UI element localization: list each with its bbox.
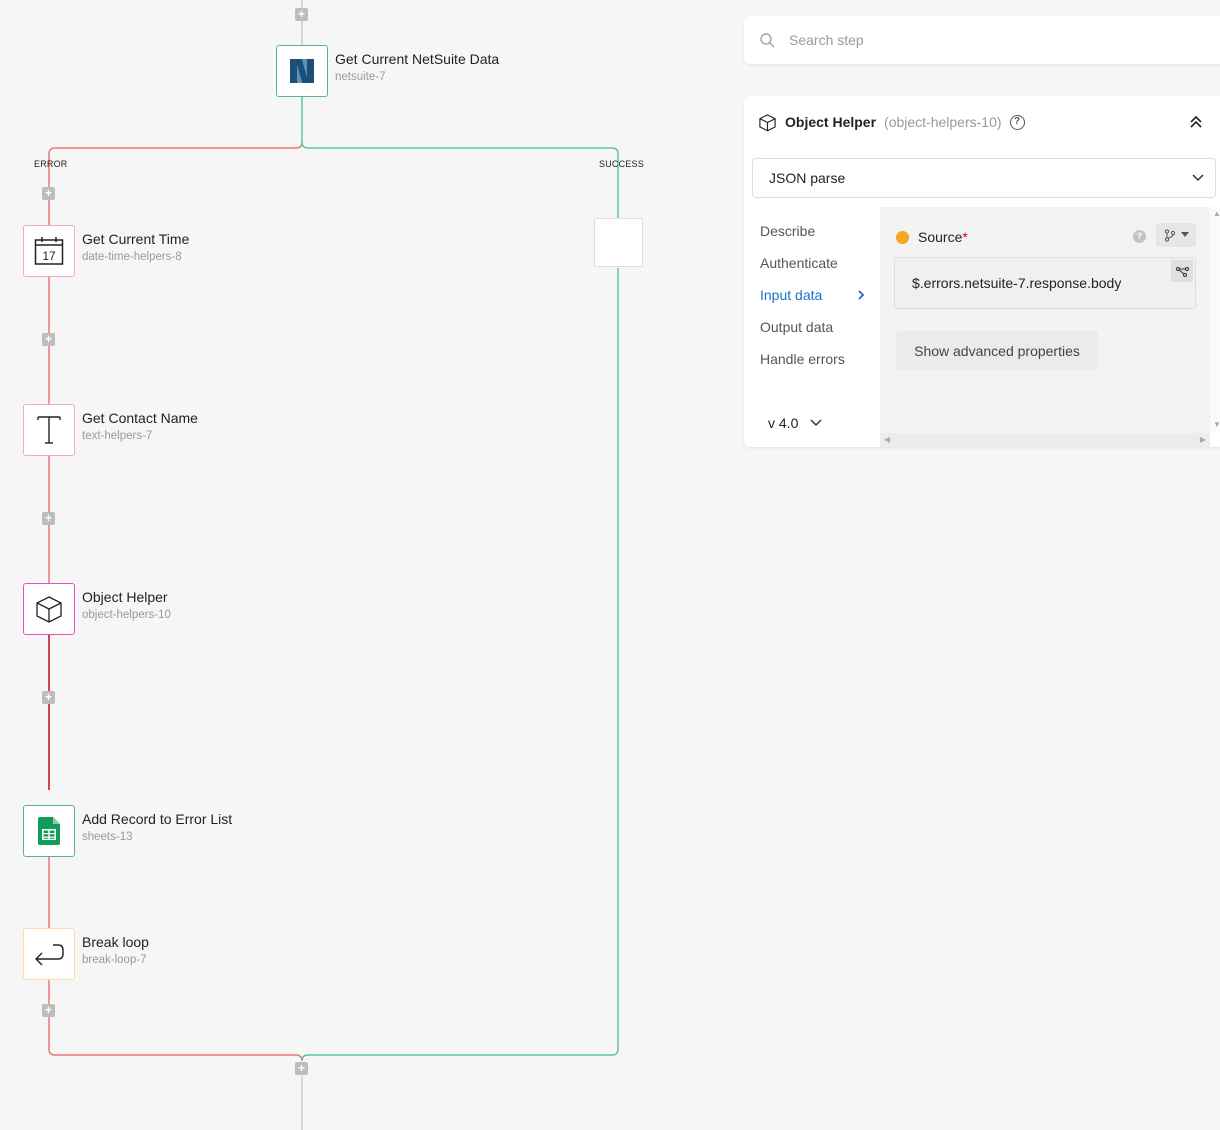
step-netsuite-7[interactable]: Get Current NetSuite Data netsuite-7	[276, 45, 499, 97]
add-step-button[interactable]: +	[42, 1004, 55, 1017]
collapse-panel-icon[interactable]	[1188, 114, 1204, 130]
step-sheets-13[interactable]: Add Record to Error List sheets-13	[23, 805, 232, 857]
netsuite-logo-icon	[290, 59, 314, 83]
text-t-icon	[37, 416, 61, 444]
version-select[interactable]: v 4.0	[768, 415, 822, 431]
step-icon-box: 17	[23, 225, 75, 277]
source-label: Source*	[918, 229, 968, 245]
step-title: Object Helper	[82, 589, 168, 605]
add-step-button[interactable]: +	[42, 512, 55, 525]
step-text-helpers-7[interactable]: Get Contact Name text-helpers-7	[23, 404, 198, 456]
action-select-value: JSON parse	[769, 170, 846, 186]
action-select[interactable]: JSON parse	[752, 158, 1216, 198]
step-break-loop-7[interactable]: Break loop break-loop-7	[23, 928, 149, 980]
source-value: $.errors.netsuite-7.response.body	[912, 275, 1122, 291]
step-id: date-time-helpers-8	[82, 251, 182, 263]
nav-handle-errors[interactable]: Handle errors	[760, 351, 845, 367]
error-join-line	[48, 978, 303, 1062]
step-id: sheets-13	[82, 831, 133, 843]
caret-down-icon	[1180, 232, 1189, 237]
step-config-panel: Object Helper (object-helpers-10) ? JSON…	[744, 96, 1220, 447]
version-label: v 4.0	[768, 415, 799, 431]
return-arrow-icon	[35, 944, 64, 966]
step-icon-box	[276, 45, 328, 97]
nav-authenticate[interactable]: Authenticate	[760, 255, 838, 271]
nav-input-data[interactable]: Input data	[760, 287, 823, 303]
success-join-line	[301, 268, 619, 1062]
source-input[interactable]: $.errors.netsuite-7.response.body	[894, 257, 1196, 309]
step-id: object-helpers-10	[82, 609, 171, 621]
search-step-bar	[744, 16, 1220, 64]
calendar-icon: 17	[34, 237, 64, 265]
input-data-content: Source* ? $.errors.netsuite-7.response.b…	[880, 207, 1210, 433]
step-id: text-helpers-7	[82, 430, 153, 442]
step-title: Break loop	[82, 934, 149, 950]
cube-icon	[36, 596, 62, 623]
show-advanced-properties-button[interactable]: Show advanced properties	[896, 331, 1098, 370]
panel-header: Object Helper (object-helpers-10) ?	[758, 112, 1214, 132]
step-object-helpers-10[interactable]: Object Helper object-helpers-10	[23, 583, 171, 635]
source-help-icon[interactable]: ?	[1133, 230, 1146, 243]
step-date-time-helpers-8[interactable]: 17 Get Current Time date-time-helpers-8	[23, 225, 189, 277]
step-title: Add Record to Error List	[82, 811, 233, 827]
step-title: Get Contact Name	[82, 410, 198, 426]
step-id: netsuite-7	[335, 71, 386, 83]
step-icon-box	[23, 928, 75, 980]
empty-step-placeholder[interactable]	[594, 218, 643, 267]
nav-describe[interactable]: Describe	[760, 223, 816, 239]
chevron-down-icon	[1192, 174, 1204, 182]
source-field-header: Source* ?	[896, 223, 1196, 247]
success-branch-line	[301, 141, 619, 218]
add-step-button[interactable]: +	[295, 8, 308, 21]
vertical-scrollbar[interactable]: ▲ ▼	[1210, 207, 1220, 433]
success-branch-label: SUCCESS	[599, 159, 644, 169]
nav-output-data[interactable]: Output data	[760, 319, 834, 335]
panel-step-id: (object-helpers-10)	[884, 114, 1002, 130]
chevron-down-icon	[810, 419, 822, 427]
step-icon-box	[23, 805, 75, 857]
status-dot	[896, 230, 909, 244]
help-icon[interactable]: ?	[1009, 114, 1025, 130]
source-mode-dropdown[interactable]	[1156, 223, 1196, 247]
error-branch-line	[48, 141, 303, 226]
google-sheets-icon	[38, 817, 60, 845]
cube-icon	[759, 113, 776, 131]
step-icon-box	[23, 583, 75, 635]
add-step-button[interactable]: +	[295, 1062, 308, 1075]
add-step-button[interactable]: +	[42, 187, 55, 200]
data-mapping-button[interactable]	[1171, 260, 1193, 282]
step-title: Get Current NetSuite Data	[335, 51, 500, 67]
branch-icon	[1164, 228, 1175, 242]
step-title: Get Current Time	[82, 231, 190, 247]
search-step-input[interactable]	[789, 32, 1169, 48]
step-icon-box	[23, 404, 75, 456]
add-step-button[interactable]: +	[42, 691, 55, 704]
calendar-day-number: 17	[42, 249, 56, 263]
panel-title: Object Helper	[785, 114, 877, 130]
chevron-right-icon	[858, 290, 865, 300]
panel-side-nav: Describe Authenticate Input data Output …	[744, 207, 880, 447]
step-id: break-loop-7	[82, 954, 147, 966]
search-icon	[760, 32, 775, 47]
horizontal-scrollbar[interactable]: ◀ ▶	[880, 433, 1210, 447]
mapping-icon	[1175, 266, 1189, 277]
error-branch-label: ERROR	[34, 159, 68, 169]
add-step-button[interactable]: +	[42, 333, 55, 346]
